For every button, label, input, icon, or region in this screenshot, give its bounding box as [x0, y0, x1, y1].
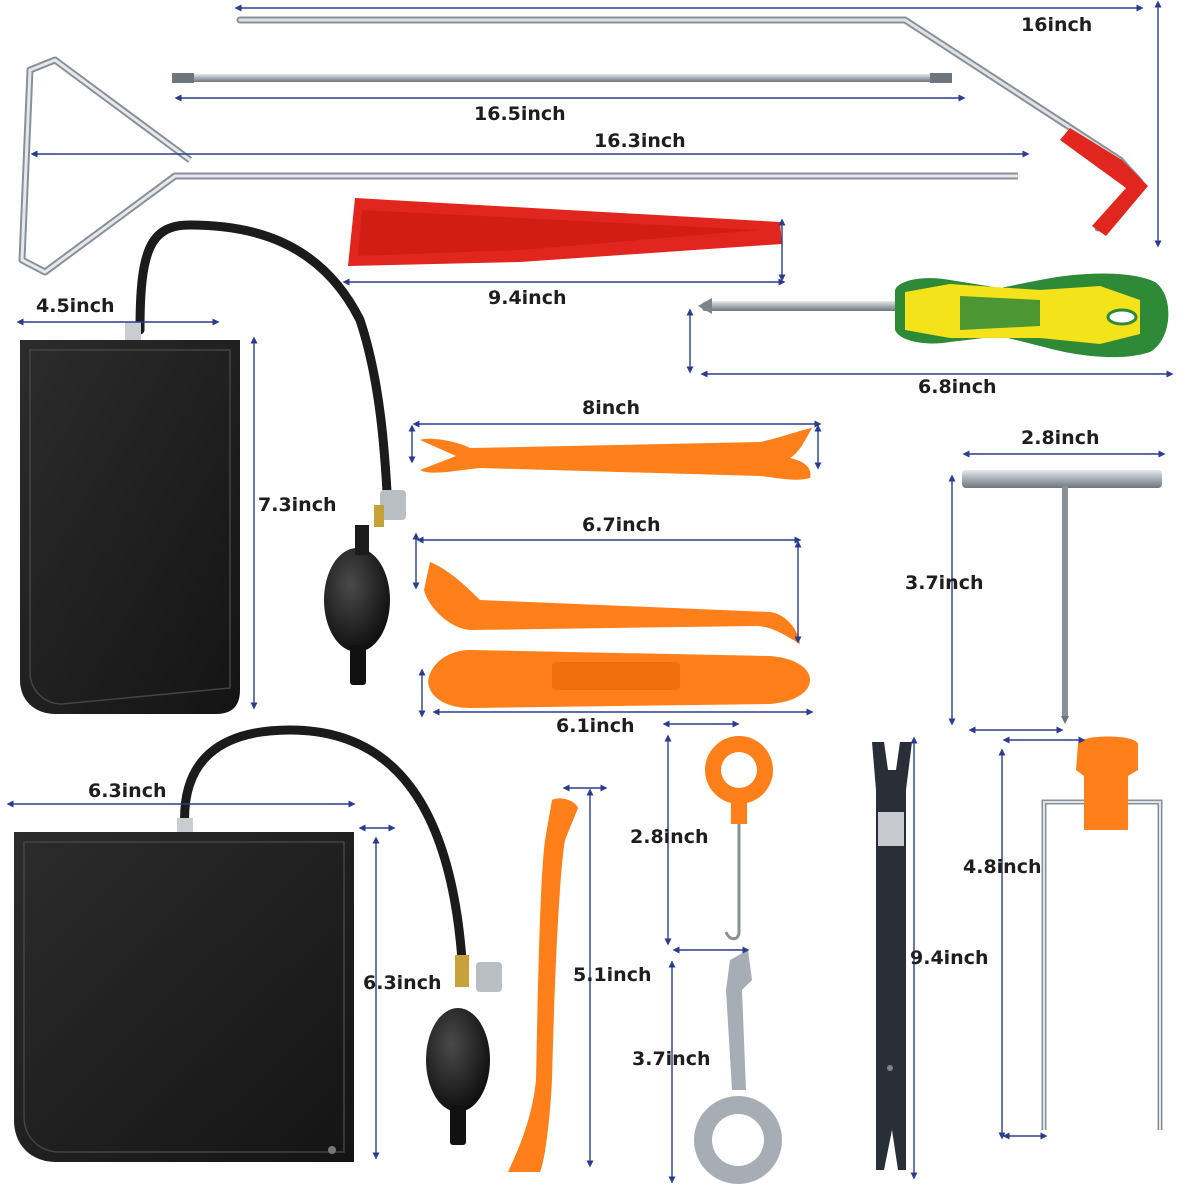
dimension-label-small-bag-height: 7.3inch: [258, 494, 337, 516]
dimension-label-rod: 16.5inch: [474, 103, 566, 125]
long-reach-tool: [236, 16, 1148, 236]
red-wedge: [348, 198, 782, 266]
t-handle-tool: [962, 470, 1162, 724]
long-rod: [172, 73, 952, 83]
ring-hook-tool: [705, 736, 773, 941]
dimension-lines: [6, 0, 1174, 1184]
dimension-label-wedge: 9.4inch: [488, 287, 567, 309]
triangle-hook-rod: [18, 56, 1018, 276]
pry-tool-5-1inch: [508, 798, 578, 1172]
dimension-label-t-handle-width: 2.8inch: [1021, 427, 1100, 449]
dimension-label-trim-8: 8inch: [582, 397, 641, 419]
flat-pry-bar: [872, 742, 912, 1170]
radio-removal-key: [694, 950, 782, 1184]
dimension-label-trim-6-1: 6.1inch: [556, 715, 635, 737]
dimension-label-small-bag-width: 4.5inch: [36, 295, 115, 317]
trim-tool-6-1inch: [428, 650, 810, 708]
dimension-label-t-handle-height: 3.7inch: [905, 572, 984, 594]
dimension-label-screwdriver: 6.8inch: [918, 376, 997, 398]
u-shaped-tool: [1041, 736, 1163, 1130]
dimension-label-large-bag-height: 6.3inch: [363, 972, 442, 994]
dimension-label-trim-6-7: 6.7inch: [582, 514, 661, 536]
trim-tool-8inch: [420, 428, 812, 480]
dimension-label-ring-hook: 2.8inch: [630, 826, 709, 848]
dimension-label-radio-key: 3.7inch: [632, 1048, 711, 1070]
trim-tool-6-7inch: [424, 562, 800, 644]
dimension-label-large-bag-width: 6.3inch: [88, 780, 167, 802]
dimension-label-triangle-hook: 16.3inch: [594, 130, 686, 152]
screwdriver: [698, 273, 1169, 358]
dimension-label-long-reach: 16inch: [1021, 14, 1093, 36]
dimension-label-flat-bar: 9.4inch: [910, 947, 989, 969]
dimension-label-u-tool: 4.8inch: [963, 856, 1042, 878]
air-wedge-bag-large: [14, 725, 502, 1162]
dimension-label-pry-tool: 5.1inch: [573, 964, 652, 986]
air-wedge-bag-small: [20, 220, 406, 714]
